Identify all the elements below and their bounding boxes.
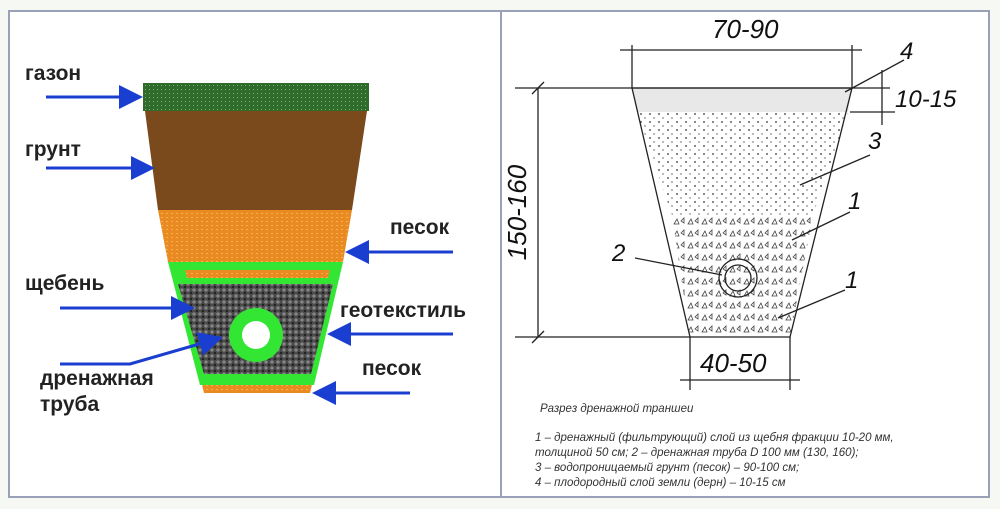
dim-bottom-width: 40-50 [700, 348, 767, 378]
marker-3: 3 [868, 128, 882, 155]
dim-depth: 150-160 [502, 164, 533, 261]
label-soil: грунт [25, 138, 81, 161]
soil-layer [145, 111, 367, 210]
caption-line-4: 4 – плодородный слой земли (дерн) – 10-1… [535, 477, 786, 489]
sand-inner [185, 270, 330, 278]
trench-sand [637, 112, 848, 215]
lawn-layer [143, 83, 369, 111]
caption-line-3: 3 – водопроницаемый грунт (песок) – 90-1… [535, 462, 800, 474]
arrows [46, 85, 453, 405]
sand-layer-bottom [202, 385, 312, 393]
label-sand-top: песок [390, 216, 450, 239]
sand-layer-top [158, 210, 352, 262]
trench-gravel [672, 215, 813, 337]
label-sand-bottom: песок [362, 357, 422, 380]
label-lawn: газон [25, 62, 82, 85]
marker-2: 2 [612, 240, 626, 267]
trench-pipe [718, 258, 758, 298]
label-geotextile: геотекстиль [340, 299, 467, 322]
dim-top-width: 70-90 [712, 14, 779, 44]
caption-line-2: толщиной 50 см; 2 – дренажная труба D 10… [535, 447, 859, 459]
dim-top-layer: 10-15 [895, 86, 957, 113]
panel-divider [500, 10, 502, 498]
marker-1a: 1 [848, 188, 862, 215]
caption-title: Разрез дренажной траншеи [540, 403, 694, 415]
label-pipe: дренажная труба [40, 367, 154, 416]
caption-line-1: 1 – дренажный (фильтрующий) слой из щебн… [535, 432, 894, 444]
marker-4: 4 [900, 38, 914, 65]
marker-1b: 1 [845, 267, 859, 294]
label-gravel: щебень [25, 272, 105, 295]
trench-topsoil [632, 88, 852, 112]
